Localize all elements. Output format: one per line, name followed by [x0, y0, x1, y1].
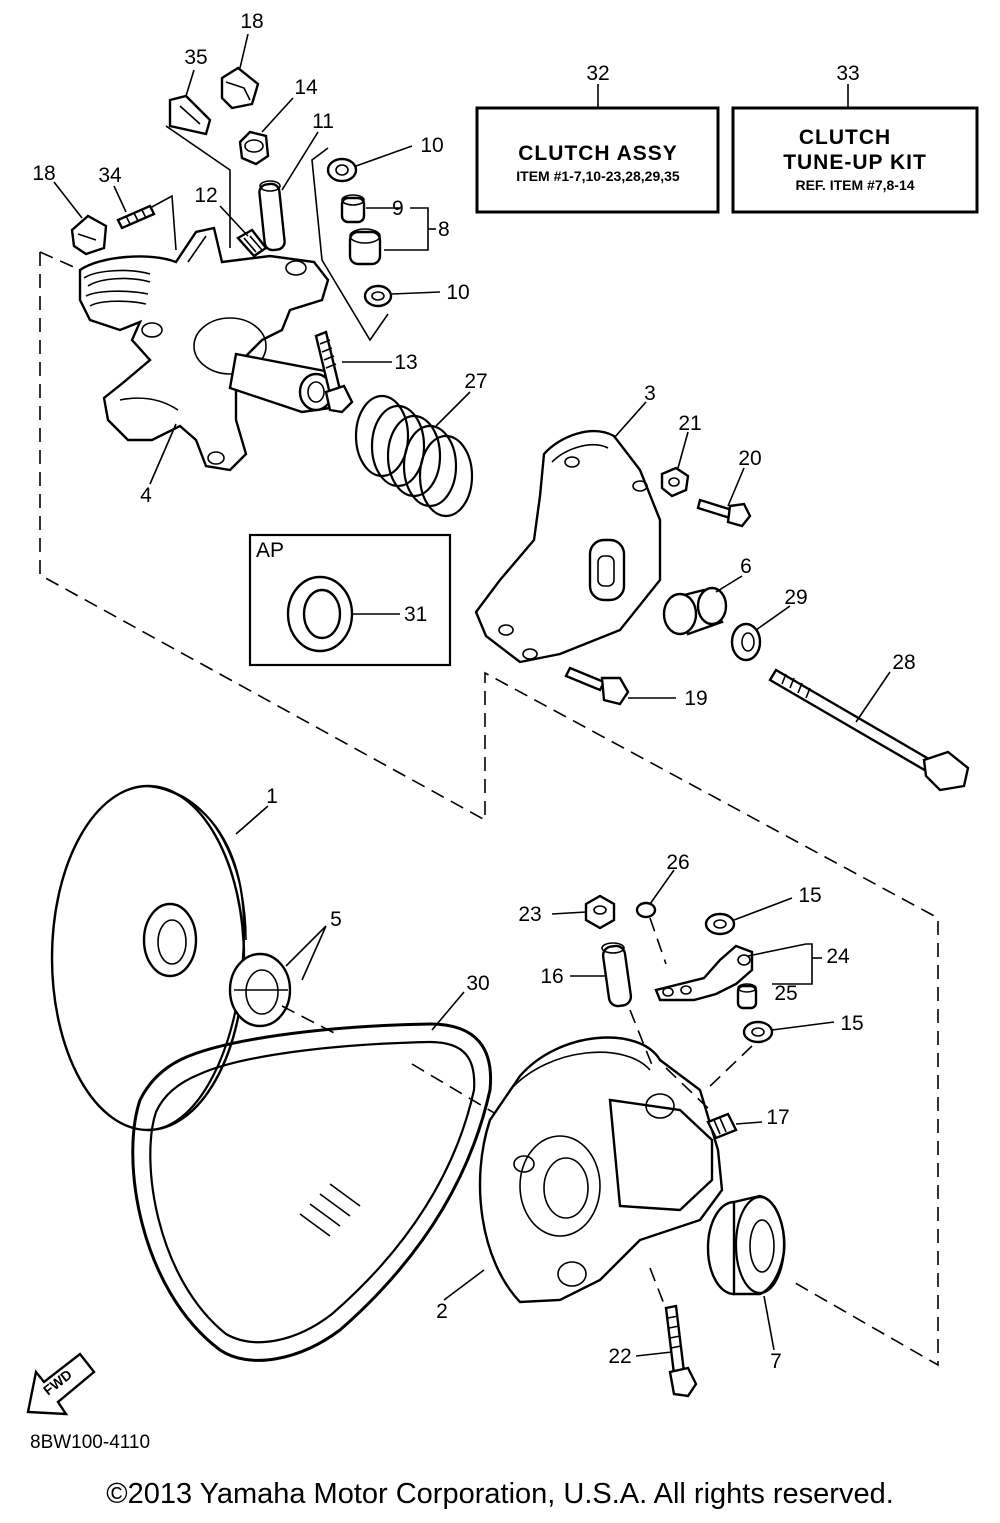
- pin-26-icon: [635, 901, 657, 919]
- callout-22: 22: [608, 1345, 631, 1368]
- callout-18-left: 18: [32, 162, 55, 185]
- pin-11-icon: [258, 180, 286, 252]
- roller-10-bottom-icon: [363, 284, 393, 308]
- callout-16: 16: [540, 965, 563, 988]
- roller-6-icon: [662, 586, 728, 636]
- assembly-boundary-lines: [39, 251, 939, 1367]
- callout-3: 3: [644, 382, 656, 405]
- bushing-7-icon: [706, 1194, 786, 1296]
- callout-1: 1: [266, 785, 278, 808]
- callout-10-bottom: 10: [446, 281, 469, 304]
- callout-6: 6: [740, 555, 752, 578]
- callout-30: 30: [466, 972, 489, 995]
- ap-tag: AP: [256, 539, 284, 562]
- callout-20: 20: [738, 447, 761, 470]
- callout-8: 8: [438, 218, 450, 241]
- bushing-9-icon: [340, 194, 366, 224]
- callout-31: 31: [404, 603, 427, 626]
- movable-sheave-2-icon: [478, 1036, 724, 1304]
- callout-9: 9: [392, 197, 404, 220]
- pin-16-icon: [601, 942, 633, 1008]
- washer-15-bottom-icon: [742, 1020, 774, 1044]
- callout-23: 23: [518, 903, 541, 926]
- callout-18-top: 18: [240, 10, 263, 33]
- callout-11: 11: [312, 110, 334, 133]
- bolt-22-icon: [664, 1304, 698, 1398]
- clutch-tune-up-kit-box: CLUTCH TUNE-UP KIT REF. ITEM #7,8-14 33: [731, 62, 979, 214]
- callout-17: 17: [766, 1106, 789, 1129]
- callout-26: 26: [666, 851, 689, 874]
- callout-13: 13: [394, 351, 417, 374]
- bolt-28-icon: [768, 668, 970, 792]
- callout-12: 12: [194, 184, 217, 207]
- callout-14: 14: [294, 76, 318, 99]
- callout-34: 34: [98, 164, 122, 187]
- clip-35-icon: [168, 94, 212, 136]
- callout-15-top: 15: [798, 884, 821, 907]
- copyright-notice: ©2013 Yamaha Motor Corporation, U.S.A. A…: [106, 1478, 894, 1510]
- ap-box: AP 31: [248, 533, 452, 667]
- callout-7: 7: [770, 1350, 782, 1373]
- nut-21-icon: [660, 466, 690, 498]
- clutch-assy-box: CLUTCH ASSY ITEM #1-7,10-23,28,29,35 32: [475, 62, 720, 214]
- belt-30-icon: [131, 1022, 493, 1362]
- callout-21: 21: [678, 412, 701, 435]
- washer-29-icon: [730, 622, 762, 662]
- weight-clip-18-left-icon: [70, 214, 108, 256]
- slider-5-icon: [228, 952, 292, 1028]
- set-screw-12-icon: [236, 228, 268, 258]
- bushing-25-icon: [736, 983, 758, 1010]
- bolt-19-icon: [564, 666, 630, 706]
- tune-up-kit-title-1: CLUTCH: [799, 126, 891, 149]
- callout-5: 5: [330, 908, 342, 931]
- sheave-1-icon: [50, 784, 247, 1132]
- callout-15-bottom: 15: [840, 1012, 863, 1035]
- callout-35: 35: [184, 46, 207, 69]
- lever-24-icon: [654, 944, 754, 1002]
- callout-19: 19: [684, 687, 707, 710]
- nut-14-icon: [238, 130, 270, 166]
- nut-23-icon: [584, 894, 616, 930]
- bolt-20-icon: [696, 498, 752, 528]
- clutch-exploded-diagram: CLUTCH ASSY ITEM #1-7,10-23,28,29,35 32 …: [26, 10, 979, 1416]
- callout-24: 24: [826, 945, 850, 968]
- callout-32: 32: [586, 62, 609, 85]
- clutch-assy-subtitle: ITEM #1-7,10-23,28,29,35: [516, 168, 680, 184]
- roller-10-top-icon: [326, 157, 358, 183]
- callout-2: 2: [436, 1300, 448, 1323]
- clutch-assy-title: CLUTCH ASSY: [518, 142, 678, 165]
- reference-code: 8BW100-4110: [30, 1432, 151, 1453]
- cover-3-icon: [474, 429, 662, 664]
- callout-4: 4: [140, 484, 152, 507]
- callout-33: 33: [836, 62, 859, 85]
- callout-10-top: 10: [420, 134, 443, 157]
- washer-15-top-icon: [704, 912, 736, 936]
- tune-up-kit-subtitle: REF. ITEM #7,8-14: [795, 177, 914, 193]
- callout-29: 29: [784, 586, 807, 609]
- callout-27: 27: [464, 370, 487, 393]
- callout-28: 28: [892, 651, 915, 674]
- spring-27-icon: [354, 394, 474, 518]
- spring-pin-34-icon: [116, 204, 156, 230]
- weight-clip-18-top-icon: [220, 66, 260, 110]
- tune-up-kit-title-2: TUNE-UP KIT: [783, 151, 927, 174]
- bushing-8-icon: [348, 228, 382, 266]
- fwd-arrow-icon: FWD: [26, 1352, 96, 1416]
- bolt-13-icon: [314, 330, 354, 414]
- spider-4-icon: [78, 226, 342, 472]
- callout-25: 25: [774, 982, 797, 1005]
- set-screw-17-icon: [706, 1112, 738, 1140]
